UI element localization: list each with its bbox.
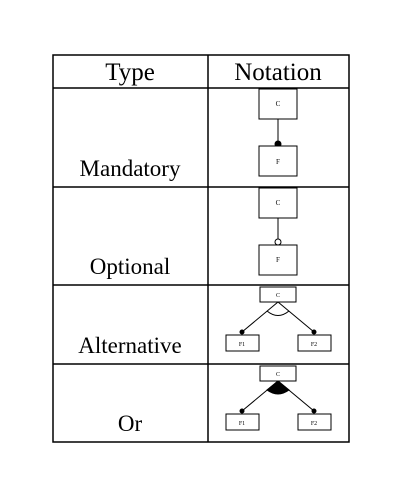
child-feature-box-f2: [297, 413, 332, 431]
left-child-dot: [239, 408, 245, 414]
header-type: Type: [105, 59, 155, 86]
alternative-parent-label: C: [276, 293, 280, 299]
alternative-child-label-f2: F2: [311, 342, 317, 348]
alternative-child-label-f1: F1: [239, 342, 245, 348]
mandatory-notation: [258, 88, 298, 177]
alternative-hollow-arc: [266, 310, 290, 316]
child-feature-box: [258, 244, 298, 276]
alternative-right-connector: [277, 301, 315, 333]
mandatory-child-label: F: [276, 158, 280, 166]
type-label-or: Or: [118, 411, 143, 436]
or-parent-label: C: [276, 372, 280, 378]
optional-notation: [258, 187, 298, 276]
alternative-notation: [225, 286, 332, 352]
or-child-label-f2: F2: [311, 421, 317, 427]
left-child-dot: [239, 329, 245, 335]
type-label-mandatory: Mandatory: [80, 156, 181, 181]
optional-parent-label: C: [276, 199, 281, 207]
child-feature-box-f1: [225, 413, 260, 431]
right-child-dot: [311, 329, 317, 335]
table-grid: [52, 54, 350, 443]
header-notation: Notation: [234, 59, 322, 86]
child-feature-box: [258, 145, 298, 177]
optional-hollow-circle: [274, 238, 282, 246]
parent-feature-box: [258, 88, 298, 120]
type-label-optional: Optional: [90, 254, 171, 279]
table-border: [52, 54, 350, 443]
alternative-left-connector: [241, 301, 279, 333]
mandatory-parent-label: C: [276, 100, 281, 108]
right-child-dot: [311, 408, 317, 414]
child-feature-box-f2: [297, 334, 332, 352]
optional-child-label: F: [276, 256, 280, 264]
child-feature-box-f1: [225, 334, 260, 352]
type-label-alternative: Alternative: [78, 333, 181, 358]
or-filled-arc: [266, 380, 290, 395]
or-notation: [225, 365, 332, 431]
or-child-label-f1: F1: [239, 421, 245, 427]
